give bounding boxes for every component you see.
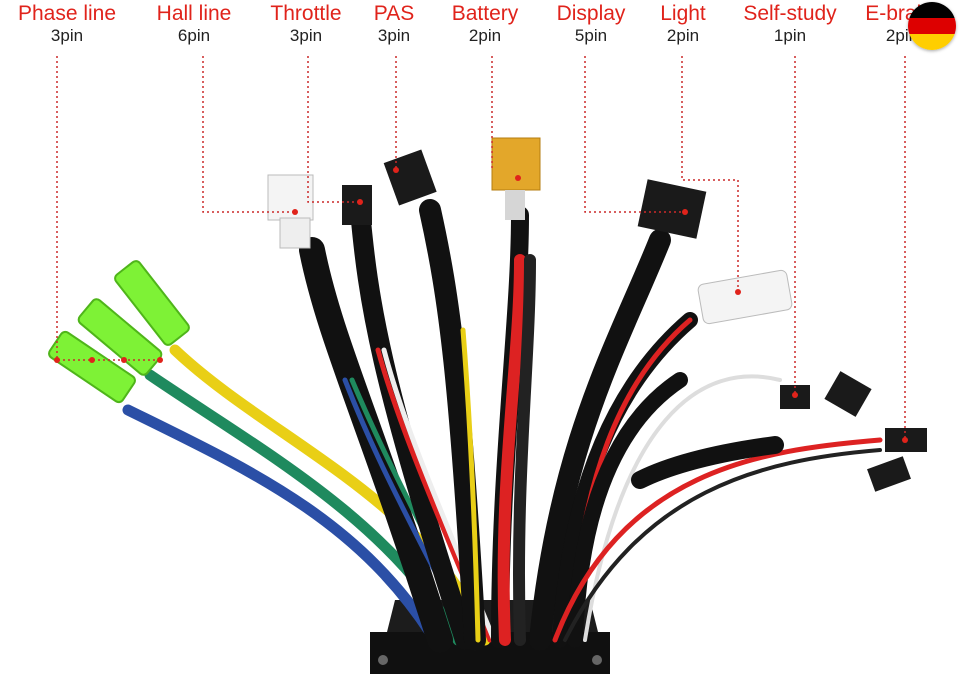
label-pins: 1pin: [773, 26, 807, 45]
label-name: Phase line: [17, 2, 117, 25]
label-name: Battery: [451, 2, 519, 25]
label-pins: 5pin: [574, 26, 608, 45]
label-pas: PAS 3pin: [374, 2, 414, 46]
label-light: Light 2pin: [660, 2, 706, 46]
label-pins: 3pin: [377, 26, 411, 45]
label-pins: 6pin: [177, 26, 211, 45]
label-name: Throttle: [270, 2, 342, 25]
label-throttle: Throttle 3pin: [270, 2, 341, 46]
label-phase-line: Phase line 3pin: [18, 2, 116, 46]
leader-lines: [56, 56, 906, 440]
label-name: PAS: [373, 2, 415, 25]
phase-connectors: [48, 260, 190, 404]
connector-plugs: [267, 137, 927, 492]
label-name: Hall line: [156, 2, 232, 25]
label-name: Self-study: [743, 2, 837, 25]
label-display: Display 5pin: [557, 2, 626, 46]
label-name: Display: [556, 2, 626, 25]
germany-flag-icon: [908, 2, 956, 50]
label-pins: 2pin: [666, 26, 700, 45]
label-self-study: Self-study 1pin: [743, 2, 836, 46]
label-pins: 3pin: [289, 26, 323, 45]
center-bundles: [299, 199, 536, 653]
label-hall-line: Hall line 6pin: [157, 2, 232, 46]
right-bundles: [529, 229, 883, 651]
label-pins: 2pin: [468, 26, 502, 45]
label-name: Light: [660, 2, 706, 25]
label-pins: 3pin: [50, 26, 84, 45]
label-battery: Battery 2pin: [452, 2, 519, 46]
leader-dots: [54, 167, 908, 443]
